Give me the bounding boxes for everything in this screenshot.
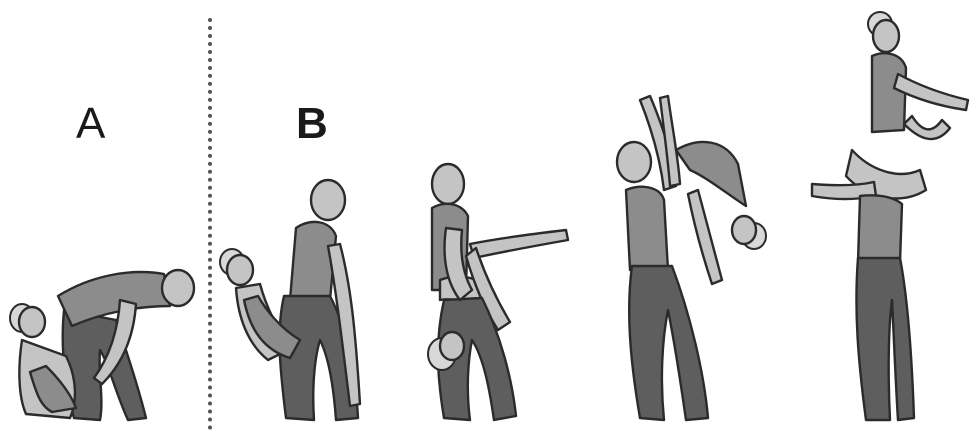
phase-b-label: B <box>296 99 328 148</box>
phase-a-label: A <box>76 99 106 148</box>
phase-divider <box>208 18 212 430</box>
